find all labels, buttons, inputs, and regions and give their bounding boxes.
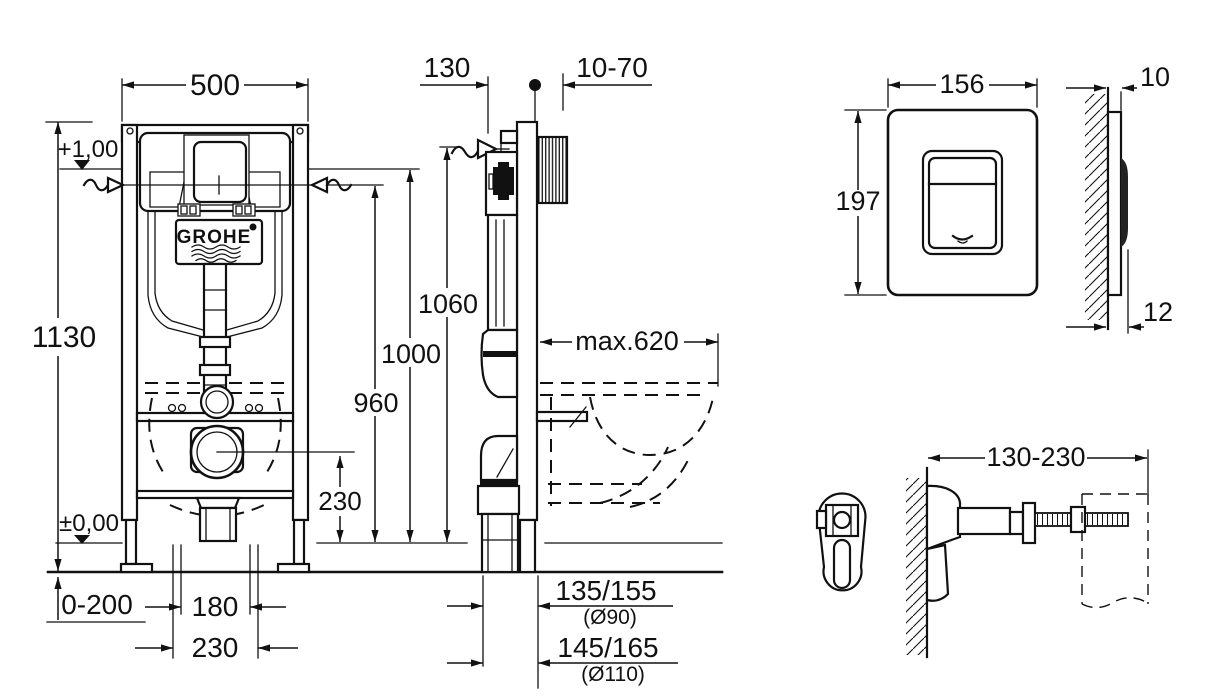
wall-hatch: [1085, 94, 1108, 320]
fixing-bolts: [167, 403, 264, 413]
flush-plate-side: 10 12: [1066, 62, 1173, 334]
bracket-arm: [956, 506, 1012, 536]
registered-mark-icon: [249, 223, 257, 231]
dim-plate-width: 156: [939, 69, 984, 99]
drain-front: [189, 424, 355, 543]
wall-anchor-block: [539, 138, 566, 202]
height-dimensions: 960 1000 1060: [353, 146, 478, 542]
dim-height-1000: 1000: [381, 339, 441, 369]
flush-plate-front: 156 197: [835, 69, 1039, 297]
dim-outlet-a-dia: (Ø90): [583, 606, 637, 629]
front-dimensions: 500 1130 +1,00 ±0,00 0-200 180 230 230: [32, 69, 362, 663]
dim-spacing-inner: 180: [192, 591, 239, 622]
side-squiggle-icon: [450, 145, 480, 159]
supply-arrow-right-icon: [309, 176, 329, 194]
side-view: 130 10-70: [420, 52, 719, 689]
wall-bracket: 130-230: [815, 442, 1149, 659]
pan-fixing-bolt: [535, 410, 589, 423]
dim-height-1060: 1060: [418, 289, 478, 319]
bracket-front: [815, 492, 867, 592]
dim-drain-height: 230: [318, 486, 361, 516]
level-triangle-zero-icon: [74, 535, 90, 544]
cistern-side: [476, 129, 589, 574]
dim-plate-height: 197: [835, 186, 880, 216]
grohe-logo: GROHE: [174, 218, 264, 266]
supply-squiggle-right-icon: [325, 178, 353, 192]
dim-side-depth: 130: [424, 52, 471, 83]
dim-max-depth: max.620: [575, 326, 679, 356]
flush-plate: 156 197 10 12: [835, 62, 1173, 334]
dim-outlet-a: 135/155: [555, 575, 656, 606]
dim-leg-range: 0-200: [61, 589, 133, 620]
front-view: GROHE: [32, 69, 420, 663]
dim-plate-depth: 12: [1143, 297, 1173, 327]
dim-plate-offset: 10: [1140, 62, 1170, 92]
button-bulge: [1121, 158, 1128, 247]
seat-depth-dimension: max.620: [540, 326, 719, 387]
supply-arrow-left-icon: [106, 176, 126, 194]
dim-front-height: 1130: [32, 321, 97, 354]
inspection-window: [192, 140, 248, 204]
dim-outlet-b: 145/165: [557, 632, 658, 663]
side-top-dimensions: 130 10-70: [420, 52, 652, 134]
frame-side: [450, 120, 569, 574]
dim-spacing-outer: 230: [192, 632, 239, 663]
brand-text: GROHE: [177, 227, 252, 248]
dim-level-zero: ±0,00: [59, 510, 119, 537]
dim-wall-gap: 10-70: [576, 52, 648, 83]
dim-bracket-range: 130-230: [986, 442, 1085, 472]
dim-height-960: 960: [353, 388, 398, 418]
frame-rail-dashed: [1081, 597, 1149, 609]
adjustment-nut: [1069, 505, 1087, 534]
dim-outlet-b-dia: (Ø110): [581, 663, 645, 686]
cistern-front: [138, 131, 292, 338]
level-triangle-top-icon: [74, 160, 90, 170]
flush-pipe-front: [198, 262, 235, 420]
dim-level-top: +1,00: [58, 136, 119, 163]
outlet-dimensions: 135/155 (Ø90) 145/165 (Ø110): [447, 575, 678, 689]
bracket-side: 130-230: [906, 442, 1149, 659]
reference-dot-icon: [529, 79, 541, 91]
button-wave-icon: [951, 234, 974, 241]
water-level-marks: [59, 160, 420, 544]
fill-valve-icon: [493, 167, 514, 195]
wall-hatch: [906, 478, 927, 655]
floor-lines: [46, 542, 724, 574]
dim-front-width: 500: [190, 69, 240, 102]
pan-outline-side: [540, 382, 718, 508]
supply-squiggle-left-icon: [82, 178, 110, 192]
